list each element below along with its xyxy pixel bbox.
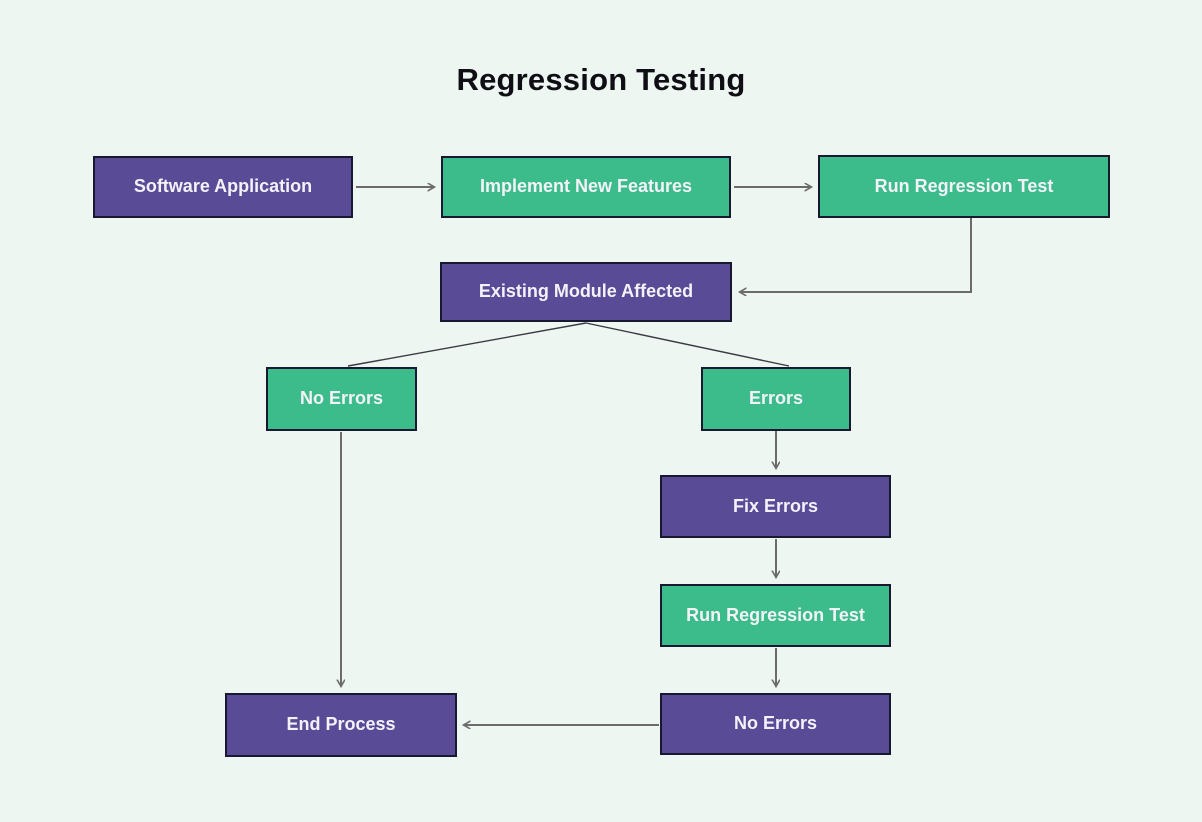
node-label: Errors	[748, 388, 804, 409]
node-no-errors-final: No Errors	[660, 693, 891, 755]
node-label: Run Regression Test	[686, 604, 865, 625]
node-label: End Process	[286, 714, 396, 735]
edge-existing-to-errors	[585, 322, 790, 367]
node-run-regression-test-2: Run Regression Test	[660, 584, 891, 647]
node-existing-module-affected: Existing Module Affected	[440, 262, 732, 322]
node-label: Software Application	[133, 176, 313, 197]
node-errors: Errors	[701, 367, 851, 431]
node-fix-errors: Fix Errors	[660, 475, 891, 538]
node-label: No Errors	[733, 713, 818, 734]
node-software-application: Software Application	[93, 156, 353, 218]
node-label: Run Regression Test	[874, 175, 1054, 196]
node-label: Implement New Features	[479, 176, 693, 197]
node-run-regression-test-1: Run Regression Test	[818, 155, 1110, 218]
node-end-process: End Process	[225, 693, 457, 757]
node-label: No Errors	[299, 388, 384, 409]
node-label: Existing Module Affected	[478, 281, 694, 302]
edge-runtest-to-existing	[740, 218, 972, 292]
node-label: Fix Errors	[732, 495, 819, 516]
node-implement-new-features: Implement New Features	[441, 156, 731, 218]
node-no-errors-branch: No Errors	[266, 367, 417, 431]
diagram-title: Regression Testing	[456, 62, 746, 97]
edge-existing-to-noerrors	[347, 322, 587, 367]
